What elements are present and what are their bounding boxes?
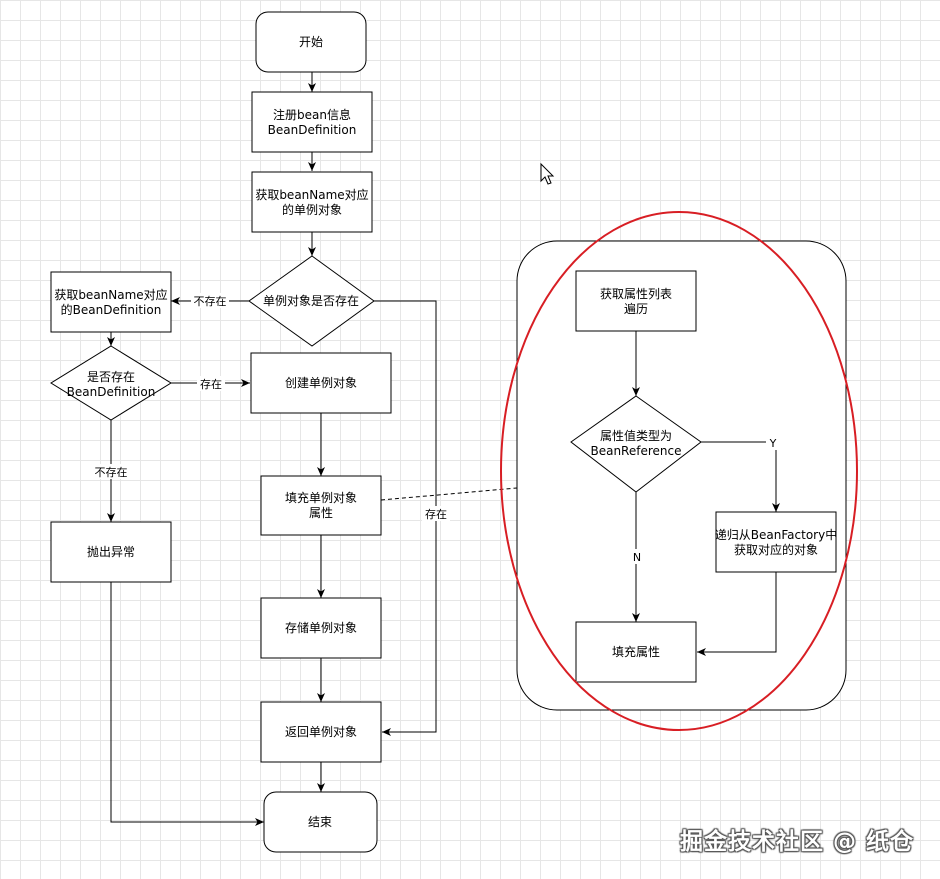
- svg-text:属性值类型为: 属性值类型为: [600, 428, 672, 443]
- svg-text:存储单例对象: 存储单例对象: [285, 620, 357, 635]
- svg-text:递归从BeanFactory中: 递归从BeanFactory中: [715, 527, 837, 542]
- svg-text:获取beanName对应: 获取beanName对应: [255, 187, 368, 202]
- node-return-singleton: 返回单例对象: [260, 701, 382, 763]
- svg-text:属性: 属性: [309, 506, 333, 520]
- subprocess-container: [516, 240, 847, 711]
- svg-text:填充单例对象: 填充单例对象: [285, 490, 357, 505]
- highlight-ellipse: [500, 211, 858, 731]
- svg-text:单例对象是否存在: 单例对象是否存在: [263, 294, 359, 308]
- mouse-cursor-icon: [540, 162, 555, 185]
- svg-text:BeanDefinition: BeanDefinition: [268, 123, 357, 137]
- svg-text:的单例对象: 的单例对象: [282, 202, 342, 217]
- svg-text:填充属性: 填充属性: [612, 644, 660, 659]
- watermark: 掘金技术社区 @ 纸仓: [680, 829, 915, 855]
- svg-text:BeanReference: BeanReference: [590, 444, 681, 458]
- dashed-connector: [380, 487, 518, 501]
- svg-text:是否存在: 是否存在: [87, 370, 135, 384]
- node-throw-exception: 抛出异常: [50, 521, 172, 583]
- svg-text:遍历: 遍历: [624, 302, 648, 316]
- svg-text:返回单例对象: 返回单例对象: [285, 725, 357, 739]
- node-definition-exists: 是否存在 BeanDefinition: [50, 345, 172, 421]
- node-singleton-exists: 单例对象是否存在: [248, 255, 375, 347]
- svg-text:抛出异常: 抛出异常: [87, 544, 135, 559]
- label-exists-1: 存在: [197, 376, 225, 391]
- label-not-exists-2: 不存在: [92, 464, 130, 479]
- svg-text:的BeanDefinition: 的BeanDefinition: [61, 302, 162, 317]
- node-get-property-list: 获取属性列表 遍历: [575, 270, 697, 332]
- label-yes: Y: [766, 435, 780, 450]
- node-is-bean-reference: 属性值类型为 BeanReference: [570, 395, 702, 493]
- svg-text:获取属性列表: 获取属性列表: [600, 287, 672, 301]
- svg-text:获取beanName对应: 获取beanName对应: [54, 287, 167, 302]
- label-no: N: [630, 549, 644, 564]
- node-get-singleton: 获取beanName对应 的单例对象: [251, 171, 373, 233]
- node-get-definition: 获取beanName对应 的BeanDefinition: [50, 271, 172, 333]
- svg-text:存在: 存在: [425, 507, 447, 521]
- edge-recursive-set-property: [697, 572, 777, 656]
- svg-text:不存在: 不存在: [194, 294, 227, 308]
- svg-text:存在: 存在: [200, 377, 222, 391]
- node-store-singleton: 存储单例对象: [260, 597, 382, 659]
- svg-text:结束: 结束: [308, 815, 332, 829]
- svg-text:获取对应的对象: 获取对应的对象: [734, 542, 818, 557]
- edge-throw-end: [110, 582, 264, 826]
- svg-text:BeanDefinition: BeanDefinition: [67, 385, 156, 399]
- svg-text:开始: 开始: [299, 35, 323, 49]
- svg-text:注册bean信息: 注册bean信息: [273, 107, 351, 122]
- svg-text:不存在: 不存在: [95, 465, 128, 479]
- label-not-exists-1: 不存在: [191, 293, 229, 308]
- label-exists-2: 存在: [422, 506, 450, 521]
- node-start: 开始: [255, 11, 367, 73]
- svg-text:创建单例对象: 创建单例对象: [285, 376, 357, 390]
- svg-text:Y: Y: [769, 437, 777, 450]
- node-fill-properties: 填充单例对象 属性: [260, 475, 382, 536]
- node-set-property: 填充属性: [575, 621, 697, 683]
- node-end: 结束: [263, 791, 378, 853]
- node-recursive-get: 递归从BeanFactory中 获取对应的对象: [715, 511, 837, 573]
- svg-text:N: N: [633, 551, 641, 564]
- node-register-bean: 注册bean信息 BeanDefinition: [251, 91, 373, 153]
- node-create-singleton: 创建单例对象: [250, 352, 392, 414]
